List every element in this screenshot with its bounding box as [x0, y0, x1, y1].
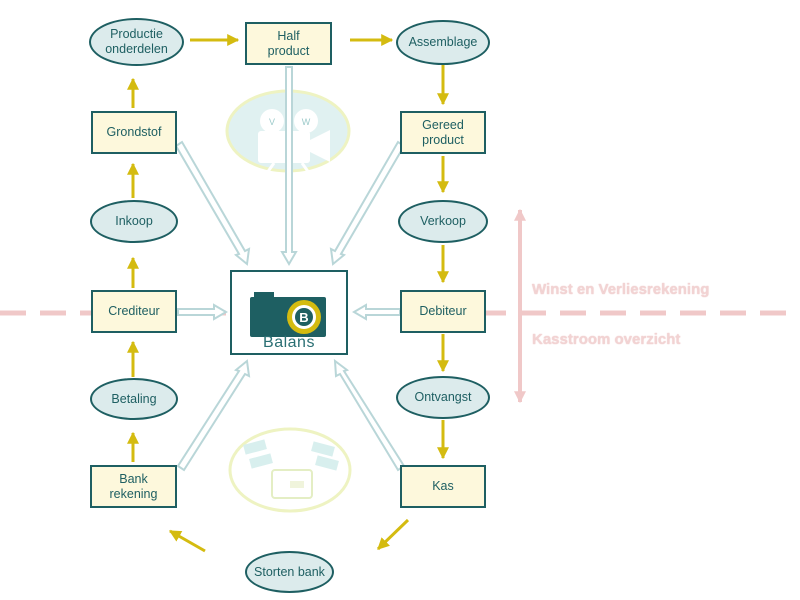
camera-letter-w: W: [302, 117, 311, 127]
camera-icon: B: [250, 292, 326, 337]
node-grondstof[interactable]: Grondstof: [91, 111, 177, 154]
node-crediteur[interactable]: Crediteur: [91, 290, 177, 333]
node-debiteur[interactable]: Debiteur: [400, 290, 486, 333]
node-label: Debiteur: [419, 304, 467, 318]
node-kas[interactable]: Kas: [400, 465, 486, 508]
balance-arrow-half-product: [280, 66, 298, 266]
balance-arrows: [174, 66, 406, 472]
node-label: Assemblage: [408, 35, 478, 49]
node-label: Grondstof: [106, 125, 162, 139]
node-verkoop[interactable]: Verkoop: [398, 200, 488, 243]
node-label: Crediteur: [108, 304, 160, 318]
arrow-storten-to-bank: [168, 529, 206, 553]
node-half-product[interactable]: Half product: [245, 22, 332, 65]
node-balans[interactable]: B Balans: [230, 270, 348, 355]
kasstroom-label: Kasstroom overzicht: [532, 331, 681, 348]
node-gereed-product[interactable]: Gereed product: [400, 111, 486, 154]
balance-arrow-bank: [176, 359, 251, 472]
balans-label: Balans: [263, 334, 315, 351]
node-betaling[interactable]: Betaling: [90, 378, 178, 420]
node-label: Bank rekening: [109, 471, 158, 501]
node-productie-onderdelen[interactable]: Productie onderdelen: [89, 18, 184, 66]
node-label: Inkoop: [115, 214, 153, 228]
node-ontvangst[interactable]: Ontvangst: [396, 376, 490, 419]
balance-arrow-crediteur: [177, 303, 228, 321]
balans-badge: B: [299, 310, 308, 325]
winst-verlies-label: Winst en Verliesrekening: [532, 281, 710, 298]
balance-arrow-debiteur: [352, 303, 401, 321]
camera-letter-v: V: [269, 117, 275, 127]
node-label: Storten bank: [254, 564, 325, 579]
balance-arrow-kas: [333, 358, 406, 472]
balance-arrow-gereed-product: [329, 140, 406, 266]
node-label: Productie onderdelen: [105, 27, 168, 56]
node-label: Half product: [267, 28, 310, 58]
node-label: Gereed product: [422, 117, 464, 147]
node-inkoop[interactable]: Inkoop: [90, 200, 178, 243]
flow-arrows: [127, 34, 449, 553]
node-storten-bank[interactable]: Storten bank: [245, 551, 334, 593]
node-label: Kas: [432, 479, 454, 493]
arrow-kas-to-storten: [376, 518, 410, 551]
node-assemblage[interactable]: Assemblage: [396, 20, 490, 65]
wallet-money-icon: [228, 427, 352, 513]
node-label: Verkoop: [420, 214, 466, 228]
node-bank-rekening[interactable]: Bank rekening: [90, 465, 177, 508]
balance-arrow-grondstof: [174, 140, 251, 266]
node-label: Betaling: [111, 391, 157, 406]
node-label: Ontvangst: [414, 390, 472, 404]
